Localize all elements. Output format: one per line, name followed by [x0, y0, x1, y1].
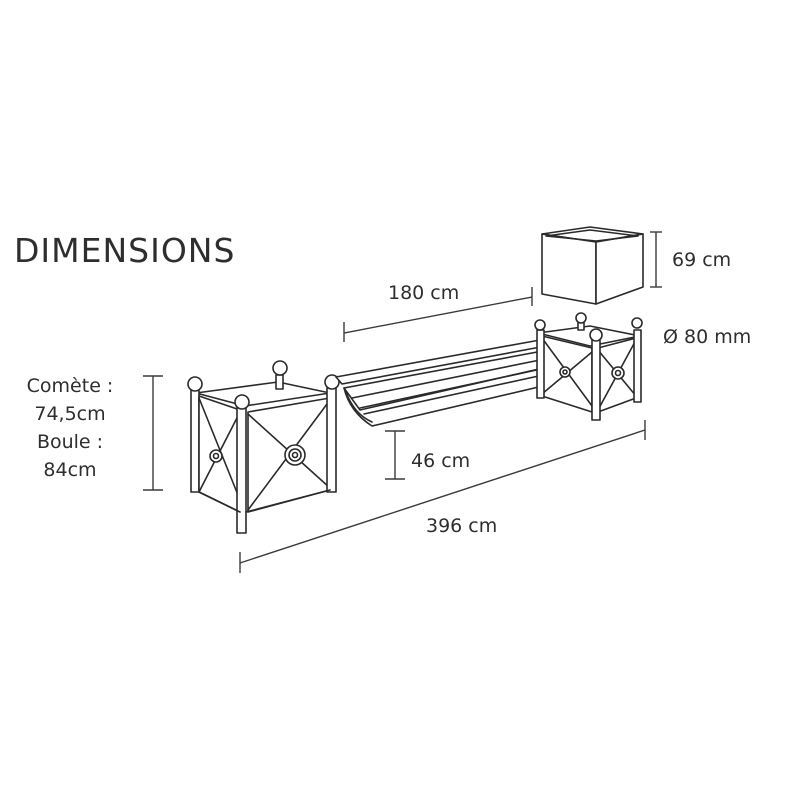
right-planter	[534, 312, 643, 421]
post-diameter-label: Ø 80 mm	[663, 326, 751, 348]
page-title: DIMENSIONS	[14, 231, 235, 270]
total-length-label: 396 cm	[426, 515, 497, 537]
label-boule: Boule :	[37, 431, 103, 453]
planter-height-label: Comète : 74,5cm Boule : 84cm	[27, 375, 114, 481]
planter-box	[541, 226, 644, 305]
bench-length-dimension	[343, 287, 533, 342]
label-comete: Comète :	[27, 375, 114, 397]
box-height-label: 69 cm	[672, 249, 731, 271]
label-boule-value: 84cm	[43, 459, 96, 481]
seat-height-label: 46 cm	[411, 450, 470, 472]
bench-length-label: 180 cm	[388, 282, 459, 304]
total-length-dimension	[239, 420, 646, 573]
box-height-dimension	[650, 231, 662, 288]
bench	[335, 339, 561, 427]
planter-height-dimension	[143, 375, 163, 491]
label-comete-value: 74,5cm	[34, 403, 105, 425]
left-planter	[187, 360, 340, 534]
seat-height-dimension	[385, 430, 405, 480]
